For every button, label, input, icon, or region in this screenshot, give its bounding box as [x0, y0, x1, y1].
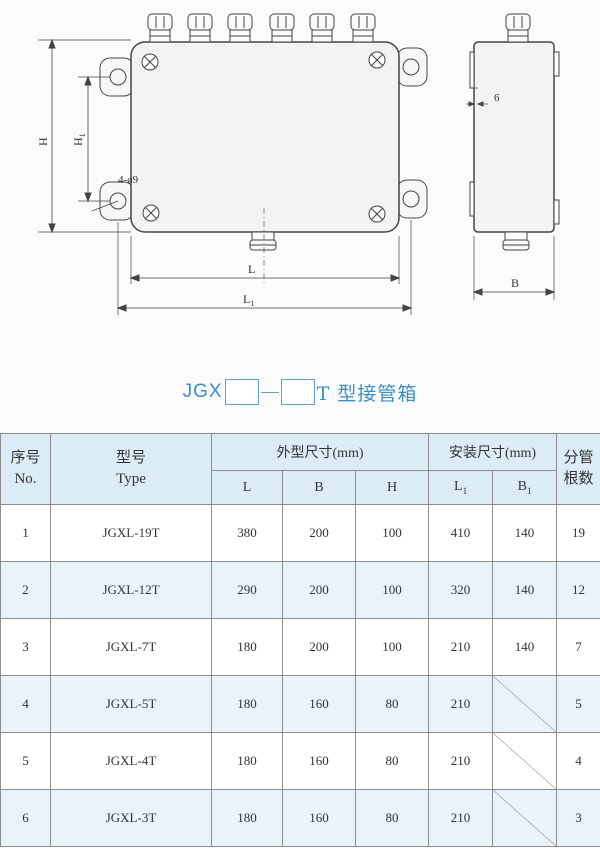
cell-type: JGXL-4T [50, 732, 212, 790]
corner-screw-bl [142, 204, 160, 222]
cell-b1: 140 [492, 504, 558, 562]
holes-leader [91, 200, 119, 212]
table-row: 4 JGXL-5T 180 160 80 210 5 [0, 675, 600, 733]
corner-screw-tr [368, 51, 386, 69]
cell-no: 1 [0, 504, 51, 562]
table-row: 5 JGXL-4T 180 160 80 210 4 [0, 732, 600, 790]
dimension-6 [466, 101, 488, 107]
cell-h: 100 [354, 504, 430, 562]
cell-h: 100 [354, 618, 430, 676]
cell-l1: 410 [428, 504, 494, 562]
header-l: L [211, 470, 283, 505]
cell-l: 290 [211, 561, 283, 619]
cell-b: 200 [282, 618, 356, 676]
cell-count: 3 [556, 789, 600, 847]
header-outer-dims: 外型尺寸(mm) [210, 433, 430, 471]
dimension-h1 [78, 75, 110, 203]
cell-l1: 210 [428, 789, 494, 847]
header-branch-count: 分管根数 [556, 433, 600, 505]
cell-count: 5 [556, 675, 600, 733]
cell-count: 4 [556, 732, 600, 790]
dimension-l [129, 236, 401, 284]
label-six: 6 [494, 92, 500, 104]
cell-type: JGXL-19T [50, 504, 212, 562]
cell-no: 5 [0, 732, 51, 790]
cell-l: 180 [211, 675, 283, 733]
cell-h: 80 [354, 732, 430, 790]
title-blank-box-2 [280, 379, 315, 405]
dimension-b [472, 236, 556, 300]
title-dash [260, 391, 279, 393]
cell-type: JGXL-12T [50, 561, 212, 619]
cell-no: 4 [0, 675, 51, 733]
title-suffix: T 型接管箱 [316, 382, 418, 405]
label-h: H [36, 137, 50, 146]
cell-b: 160 [282, 675, 356, 733]
cell-b: 160 [282, 789, 356, 847]
cable-glands-top [147, 13, 376, 43]
cell-b: 200 [282, 504, 356, 562]
cell-b1-empty [492, 789, 558, 847]
label-b: B [511, 276, 519, 290]
label-h1: H1 [71, 133, 87, 146]
cell-no: 6 [0, 789, 51, 847]
product-title: JGX T 型接管箱 [0, 372, 600, 412]
cell-count: 12 [556, 561, 600, 619]
dimension-l1 [116, 220, 413, 315]
box-body-side [469, 13, 560, 251]
cell-count: 7 [556, 618, 600, 676]
mounting-ear-bottom-right [396, 179, 428, 219]
cell-l1: 210 [428, 675, 494, 733]
title-prefix: JGX [182, 381, 223, 402]
cell-count: 19 [556, 504, 600, 562]
header-h: H [354, 470, 430, 505]
cell-l: 180 [211, 618, 283, 676]
box-body-front [130, 41, 400, 233]
mounting-ear-top-right [396, 47, 428, 87]
cell-no: 2 [0, 561, 51, 619]
corner-screw-br [368, 205, 386, 223]
label-l: L [248, 262, 255, 276]
cell-type: JGXL-7T [50, 618, 212, 676]
cell-l: 180 [211, 789, 283, 847]
cell-b1-empty [492, 732, 558, 790]
header-b1: B1 [492, 470, 558, 505]
table-row: 2 JGXL-12T 290 200 100 320 140 12 [0, 561, 600, 619]
table-row: 1 JGXL-19T 380 200 100 410 140 19 [0, 504, 600, 562]
cell-b: 200 [282, 561, 356, 619]
header-install-dims: 安装尺寸(mm) [428, 433, 558, 471]
technical-drawing: H H1 4-ø9 L L1 6 B [36, 13, 560, 315]
cell-type: JGXL-5T [50, 675, 212, 733]
header-b: B [282, 470, 356, 505]
table-row: 3 JGXL-7T 180 200 100 210 140 7 [0, 618, 600, 676]
cell-l: 380 [211, 504, 283, 562]
header-l1: L1 [428, 470, 494, 505]
cell-no: 3 [0, 618, 51, 676]
cell-b1: 140 [492, 561, 558, 619]
cell-l1: 210 [428, 618, 494, 676]
cell-h: 100 [354, 561, 430, 619]
dimension-h [38, 38, 131, 234]
table-row: 6 JGXL-3T 180 160 80 210 3 [0, 789, 600, 847]
label-holes: 4-ø9 [118, 174, 139, 186]
cell-b1-empty [492, 675, 558, 733]
title-blank-box-1 [224, 379, 259, 405]
cell-type: JGXL-3T [50, 789, 212, 847]
label-l1: L1 [243, 292, 254, 308]
cell-b1: 140 [492, 618, 558, 676]
cable-gland-bottom [249, 231, 277, 251]
cell-l1: 210 [428, 732, 494, 790]
cell-l1: 320 [428, 561, 494, 619]
cell-h: 80 [354, 789, 430, 847]
cell-b: 160 [282, 732, 356, 790]
cell-l: 180 [211, 732, 283, 790]
corner-screw-tl [141, 53, 159, 71]
cell-h: 80 [354, 675, 430, 733]
